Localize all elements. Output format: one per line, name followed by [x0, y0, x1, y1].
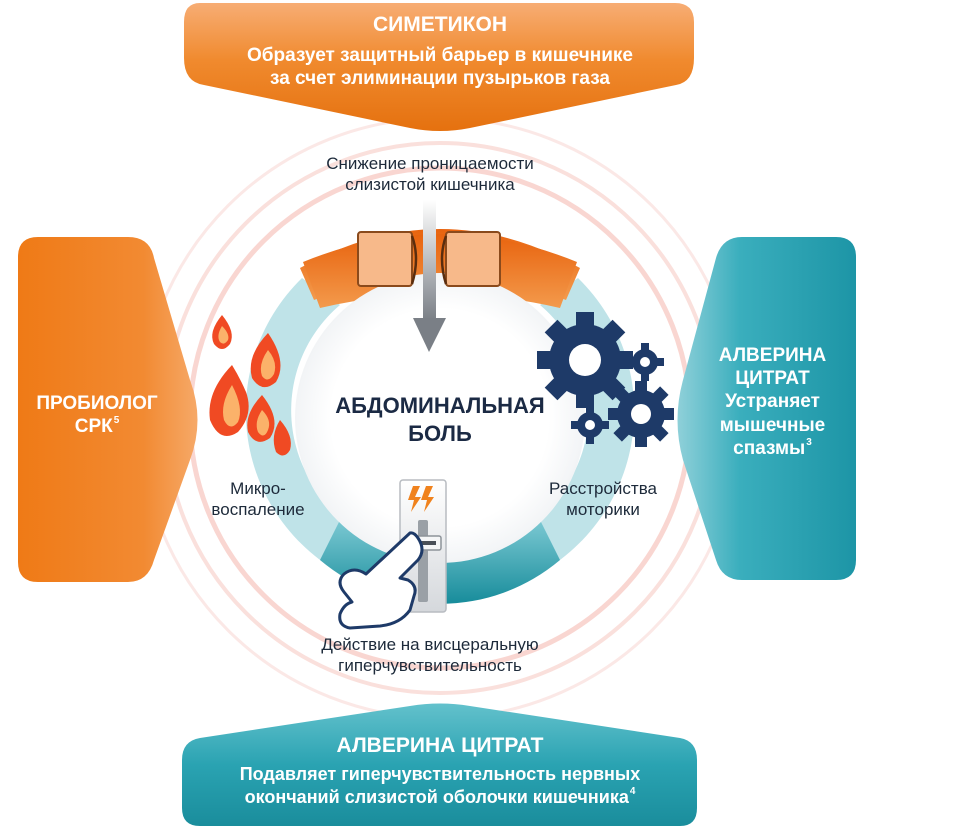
label-microinflammation: Микро- воспаление — [188, 478, 328, 521]
label-hypersensitivity-line1: Действие на висцеральную — [321, 635, 539, 654]
label-permeability-line1: Снижение проницаемости — [326, 154, 534, 173]
label-hypersensitivity-line2: гиперчувствительность — [338, 656, 522, 676]
label-motility-line1: Расстройства — [548, 479, 657, 498]
top-card-title: СИМЕТИКОН — [373, 13, 507, 36]
center-title-line2: БОЛЬ — [408, 420, 472, 446]
label-motility: Расстройства моторики — [528, 478, 678, 521]
label-microinflammation-line2: воспаление — [211, 500, 305, 520]
hand-pointer-icon — [338, 531, 424, 630]
left-card-shape — [18, 237, 198, 582]
top-card-line2: за счет элиминации пузырьков газа — [270, 67, 610, 89]
ring-left-arc — [245, 278, 382, 582]
right-card-line2: ЦИТРАТ — [735, 368, 810, 390]
center-title: АБДОМИНАЛЬНАЯ БОЛЬ — [290, 392, 590, 447]
left-card-line1: ПРОБИОЛОГ — [36, 393, 158, 414]
bottom-card-title: АЛВЕРИНА ЦИТРАТ — [336, 734, 544, 757]
bottom-card-shape — [182, 703, 697, 826]
label-permeability-line2: слизистой кишечника — [345, 175, 515, 195]
right-card-shape — [677, 237, 856, 580]
label-permeability: Снижение проницаемости слизистой кишечни… — [280, 153, 580, 196]
top-card: СИМЕТИКОН Образует защитный барьер в киш… — [190, 12, 690, 90]
label-hypersensitivity: Действие на висцеральную гиперчувствител… — [270, 634, 590, 677]
top-card-line1: Образует защитный барьер в кишечнике — [247, 44, 633, 66]
left-card-footnote: 5 — [113, 415, 120, 427]
barrier-blocks — [357, 231, 501, 287]
right-card-line3: Устраняет — [725, 391, 820, 413]
bottom-card-line1: Подавляет гиперчувствительность нервных — [239, 763, 641, 784]
bottom-card-footnote: 4 — [629, 785, 636, 797]
right-card: АЛВЕРИНА ЦИТРАТ Устраняет мышечные спазм… — [690, 344, 855, 460]
flame-icon — [209, 315, 291, 456]
left-card-line2: СРК5 — [74, 415, 120, 438]
down-arrow-icon — [413, 200, 446, 352]
right-card-line4: мышечные — [719, 414, 826, 436]
bottom-card: АЛВЕРИНА ЦИТРАТ Подавляет гиперчувствите… — [185, 733, 695, 809]
top-card-shape — [184, 3, 694, 131]
right-card-line1: АЛВЕРИНА — [718, 345, 827, 366]
bottom-card-line2: окончаний слизистой оболочки кишечника4 — [244, 785, 636, 807]
center-circle — [295, 273, 585, 563]
left-card: ПРОБИОЛОГ СРК5 — [22, 392, 172, 438]
label-motility-line2: моторики — [566, 500, 640, 520]
right-card-line5: спазмы3 — [733, 436, 812, 459]
lightning-icon — [408, 486, 434, 512]
label-microinflammation-line1: Микро- — [230, 479, 286, 498]
right-card-footnote: 3 — [806, 436, 812, 448]
center-title-line1: АБДОМИНАЛЬНАЯ — [335, 393, 545, 418]
